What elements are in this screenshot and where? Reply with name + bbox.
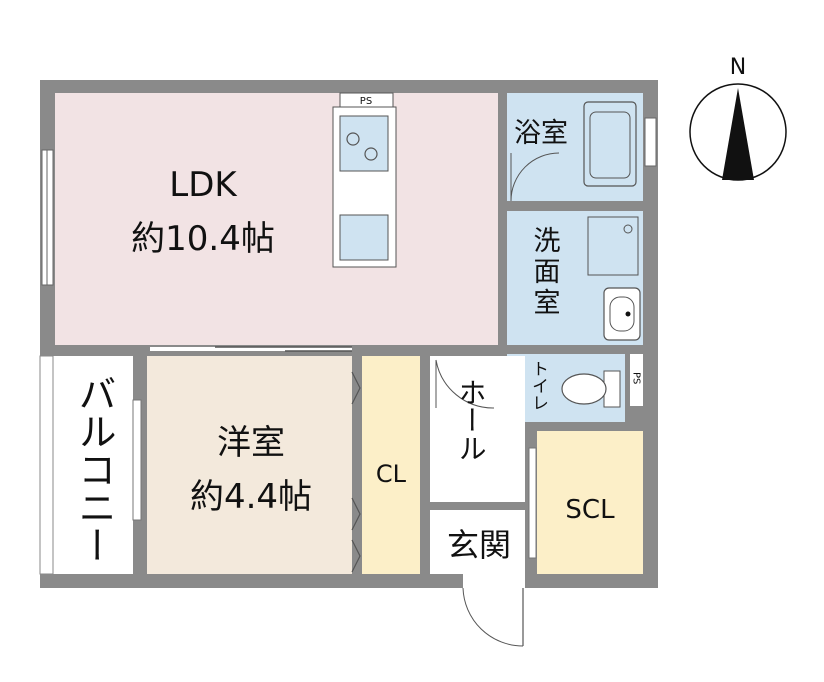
compass-needle [722, 88, 754, 180]
ps-right-box [630, 354, 643, 406]
closet-floor [362, 356, 420, 574]
ldk-name: LDK [169, 165, 238, 205]
bath-label: 浴室 [514, 118, 568, 149]
hall-floor [430, 356, 525, 502]
ldk-size: 約10.4帖 [131, 219, 275, 259]
sink [339, 214, 389, 261]
hall-label: ホール [455, 378, 488, 462]
entrance-label: 玄関 [447, 526, 511, 564]
toilet-label: トイレ [528, 360, 548, 411]
western-name: 洋室 [217, 423, 285, 463]
toilet-bowl [561, 373, 607, 405]
entrance-door-opening [463, 574, 525, 588]
bath-door-swing [510, 152, 560, 202]
scl-label: SCL [565, 495, 615, 525]
western-floor [147, 356, 352, 574]
balcony-floor [53, 356, 133, 574]
compass-north-label: N [730, 55, 746, 80]
stove [339, 115, 389, 172]
western-size: 約4.4帖 [190, 477, 312, 517]
balcony-strip [39, 355, 54, 575]
ps-right-label: PS [631, 372, 642, 384]
bathtub [583, 101, 637, 187]
entrance-floor [430, 510, 525, 574]
wash-basin [603, 287, 641, 341]
closet-doors [351, 371, 361, 573]
entrance-door-swing [462, 587, 524, 647]
closet-label: CL [376, 460, 407, 488]
washroom-label: 洗面室 [529, 226, 560, 319]
bath-window [644, 117, 657, 167]
ps-top-label: PS [360, 96, 372, 107]
scl-floor [537, 431, 643, 574]
hall-door-swing [435, 359, 495, 409]
washing-machine [587, 216, 639, 276]
ldk-floor [55, 93, 498, 345]
balcony-label: バルコニー [72, 374, 116, 564]
